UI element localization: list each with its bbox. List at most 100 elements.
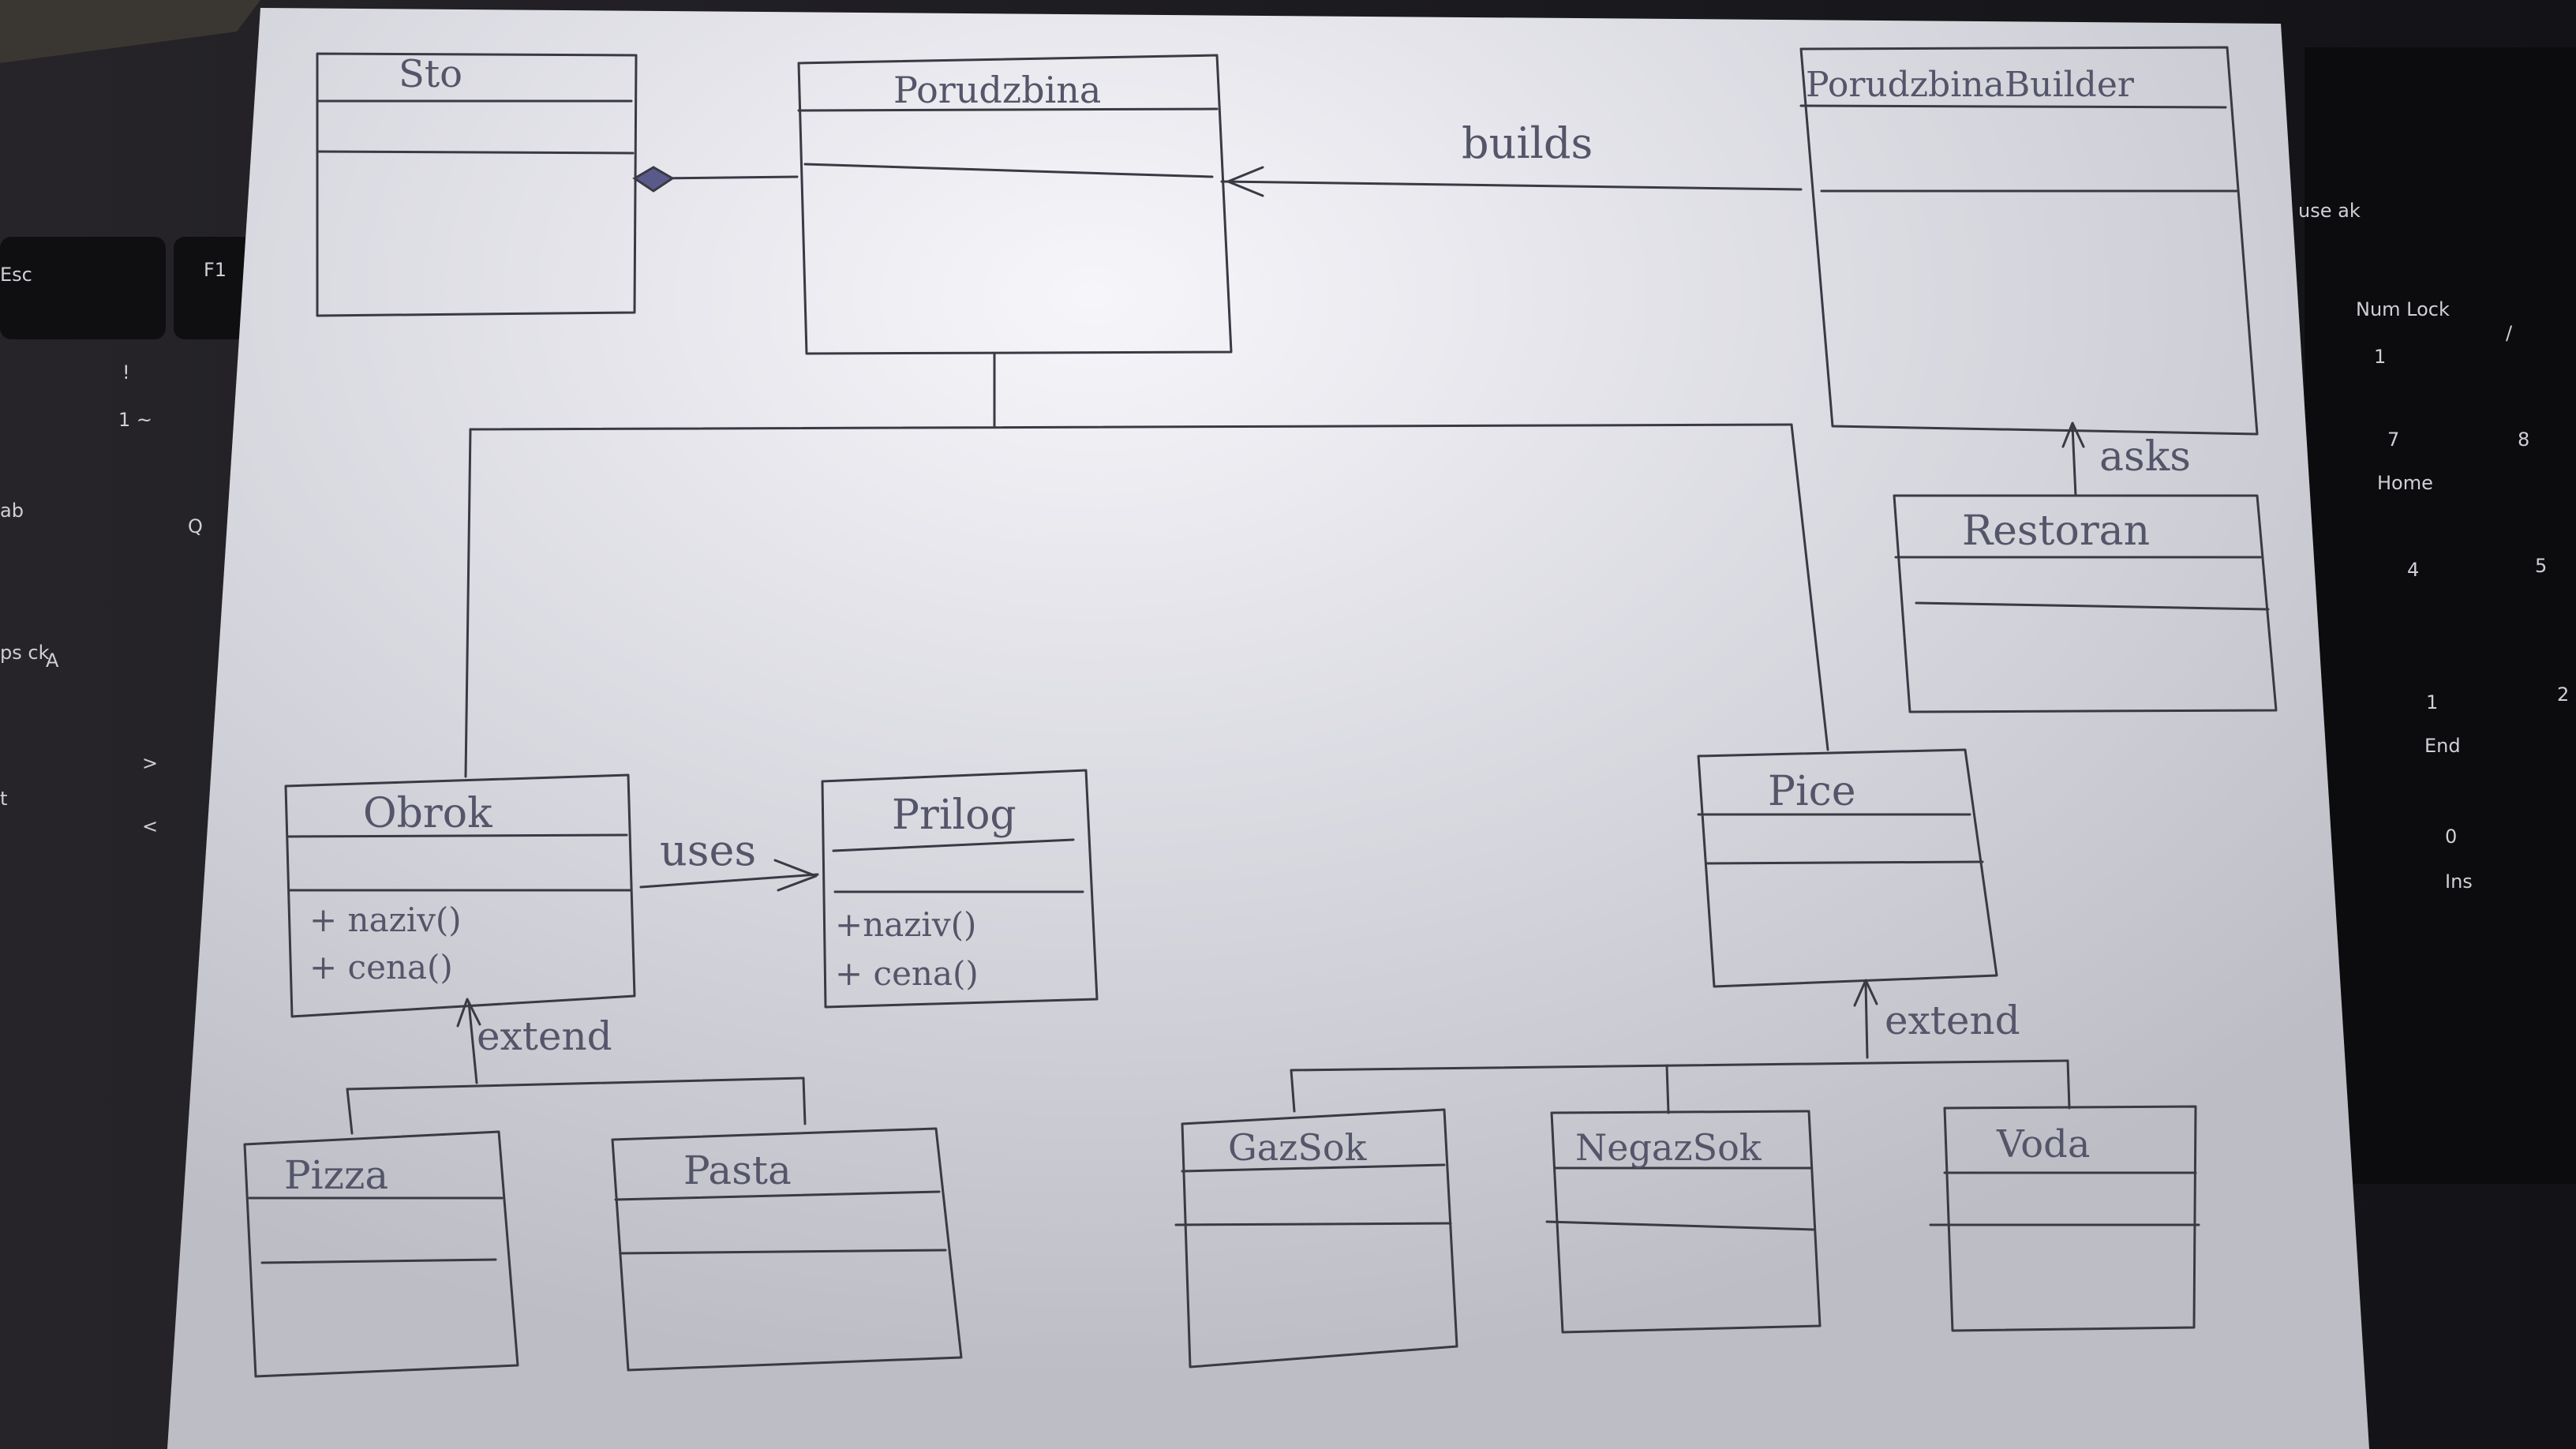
class-pice-divider-2 — [1705, 860, 1984, 865]
key-numlock-ind-label: 1 — [2374, 346, 2386, 368]
key-esc-label: Esc — [0, 264, 32, 286]
key-lt-label: < — [142, 815, 158, 837]
class-pasta-divider-1 — [614, 1190, 941, 1201]
rel-builds-line — [1220, 180, 1803, 191]
key-one-label: 1 ~ — [118, 409, 152, 431]
class-negazsok-box — [1550, 1110, 1822, 1334]
key-a-label: A — [46, 650, 59, 672]
class-pizza-box — [243, 1130, 519, 1378]
class-restoran-name: Restoran — [1962, 507, 2150, 555]
key-0-label: 0 — [2445, 826, 2457, 848]
rel-extend-pice-bar — [1290, 1059, 2069, 1072]
key-ins-label: Ins — [2445, 871, 2473, 893]
key-end-label: End — [2424, 735, 2461, 757]
class-gazsok-divider-1 — [1181, 1163, 1446, 1173]
rel-extend-obrok-arrow-icon — [456, 998, 481, 1028]
class-sto: Sto — [316, 52, 638, 317]
bus-to-pice — [1790, 423, 1829, 751]
class-obrok: Obrok + naziv() + cena() — [284, 773, 636, 1018]
class-porudzbina-divider-2 — [803, 163, 1214, 178]
numpad-area — [2305, 47, 2576, 1184]
class-prilog-method-cena: + cena() — [835, 954, 979, 993]
composition-diamond-icon — [632, 166, 675, 193]
class-pasta-divider-2 — [620, 1249, 947, 1255]
rel-sto-porudzbina — [632, 166, 799, 193]
key-home-label: Home — [2377, 472, 2433, 494]
class-pasta-name: Pasta — [683, 1148, 792, 1193]
key-esc — [0, 237, 166, 339]
class-porudzbina-box — [797, 54, 1233, 355]
key-5-label: 5 — [2535, 555, 2547, 577]
paper-sheet — [167, 8, 2369, 1449]
keyboard-right: use ak Num Lock 1 / 7 Home 8 4 5 1 End 2… — [2298, 47, 2576, 1184]
class-restoran-box — [1893, 494, 2278, 713]
class-restoran: Restoran — [1893, 494, 2278, 713]
class-pasta-box — [611, 1127, 963, 1372]
class-obrok-divider-1 — [286, 833, 628, 838]
key-caps-label: ps ck — [0, 642, 50, 664]
key-f1-label: F1 — [204, 259, 227, 281]
class-voda-box — [1943, 1105, 2197, 1332]
bus-horizontal — [469, 423, 1793, 431]
rel-extend-negazsok-drop — [1665, 1064, 1670, 1114]
rel-asks-label: asks — [2099, 433, 2191, 481]
rel-builds: builds — [1220, 118, 1803, 197]
rel-asks-arrow-icon — [2061, 421, 2085, 448]
rel-extend-obrok: extend — [346, 998, 807, 1135]
key-gt-label: > — [142, 752, 158, 774]
rel-extend-pice-label: extend — [1885, 998, 2020, 1043]
class-pizza: Pizza — [243, 1130, 519, 1378]
rel-asks: asks — [2061, 421, 2191, 497]
class-restoran-divider-2 — [1915, 601, 2270, 611]
rel-extend-voda-drop — [2066, 1059, 2071, 1110]
rel-extend-pice-stem — [1864, 982, 1869, 1059]
class-prilog-divider-1 — [832, 838, 1075, 852]
key-f1 — [174, 237, 260, 339]
bus-to-obrok — [464, 428, 472, 778]
key-4-label: 4 — [2407, 559, 2419, 581]
rel-extend-pasta-drop — [802, 1076, 807, 1125]
rel-uses-line — [639, 873, 819, 889]
class-obrok-method-cena: + cena() — [309, 948, 453, 987]
class-obrok-method-naziv: + naziv() — [309, 900, 462, 939]
class-gazsok-name: GazSok — [1228, 1126, 1368, 1169]
class-pizza-divider-2 — [260, 1258, 497, 1264]
class-pice-name: Pice — [1768, 768, 1856, 815]
class-builder-box — [1799, 46, 2259, 436]
class-porudzbina-name: Porudzbina — [893, 69, 1101, 111]
class-negazsok: NegazSok — [1545, 1110, 1822, 1334]
rel-extend-pizza-drop — [346, 1088, 354, 1135]
class-obrok-name: Obrok — [363, 790, 492, 837]
rel-builds-arrow-icon — [1226, 166, 1264, 197]
rel-asks-line — [2071, 425, 2077, 497]
keyboard-left: Esc F1 ! 1 ~ ab Q ps ck A t > < — [0, 237, 260, 837]
key-slash-label: / — [2506, 322, 2513, 344]
rel-extend-obrok-label: extend — [477, 1013, 612, 1059]
class-prilog-method-naziv: +naziv() — [835, 905, 976, 944]
class-gazsok: GazSok — [1174, 1108, 1458, 1368]
rel-extend-pice-arrow-icon — [1853, 979, 1878, 1007]
class-prilog-box — [821, 769, 1099, 1009]
rel-uses-arrow-icon — [773, 859, 818, 892]
key-break-label: use ak — [2298, 200, 2361, 222]
class-pice: Pice — [1697, 748, 1998, 988]
class-prilog: Prilog +naziv() + cena() — [821, 769, 1099, 1009]
class-pasta: Pasta — [611, 1127, 963, 1372]
rel-extend-obrok-stem — [467, 1001, 478, 1084]
key-8-label: 8 — [2518, 429, 2529, 451]
class-voda: Voda — [1929, 1105, 2200, 1332]
class-gazsok-divider-2 — [1174, 1222, 1452, 1226]
class-prilog-name: Prilog — [892, 792, 1017, 839]
key-2-label: 2 — [2557, 683, 2569, 706]
class-pice-box — [1697, 748, 1998, 988]
rel-extend-gazsok-drop — [1290, 1069, 1296, 1113]
class-sto-box — [316, 52, 638, 317]
rel-sto-line — [653, 175, 799, 180]
key-tab-label: ab — [0, 500, 24, 522]
class-porudzbina-divider-1 — [797, 107, 1219, 112]
class-porudzbina: Porudzbina — [797, 54, 1233, 355]
class-builder-divider-1 — [1799, 104, 2227, 109]
class-sto-divider-2 — [316, 150, 635, 155]
